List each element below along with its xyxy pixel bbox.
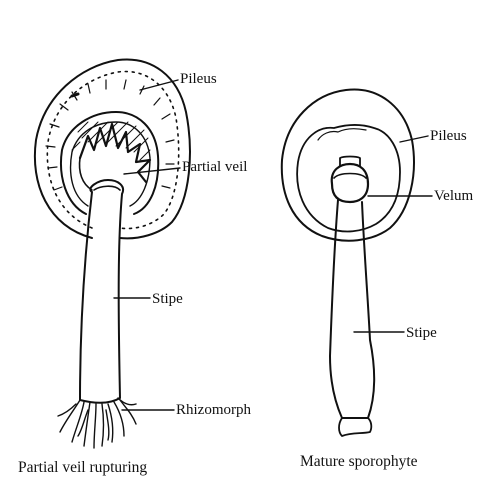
right-label-pileus: Pileus [430, 128, 467, 144]
left-pileus-leader [140, 80, 178, 90]
right-pileus-inner [297, 125, 400, 231]
left-label-rhizomorph: Rhizomorph [176, 402, 251, 418]
right-mushroom-drawing [282, 89, 432, 436]
right-stipe-base [339, 418, 371, 436]
left-inner-chamber [61, 112, 158, 214]
right-caption: Mature sporophyte [300, 453, 418, 470]
left-label-pileus: Pileus [180, 71, 217, 87]
left-label-stipe: Stipe [152, 291, 183, 307]
right-pileus-leader [400, 136, 428, 142]
left-veil-edge [80, 158, 93, 190]
left-mushroom-drawing [35, 59, 190, 448]
right-pileus-inner-edge [318, 129, 366, 140]
right-velum-band [334, 174, 366, 179]
left-caption: Partial veil rupturing [18, 459, 147, 476]
left-pileus-dotted-edge [47, 71, 178, 228]
left-pileus-mark [72, 94, 78, 96]
right-label-stipe: Stipe [406, 325, 437, 341]
left-stipe-top [94, 186, 120, 190]
right-label-velum: Velum [434, 188, 473, 204]
right-velum [332, 164, 368, 202]
left-label-partial-veil: Partial veil [182, 159, 247, 175]
right-stipe [330, 200, 374, 418]
left-rhizomorph [58, 398, 136, 448]
left-partial-veil-leader [124, 168, 180, 174]
left-inner-chamber-edge [71, 122, 150, 206]
